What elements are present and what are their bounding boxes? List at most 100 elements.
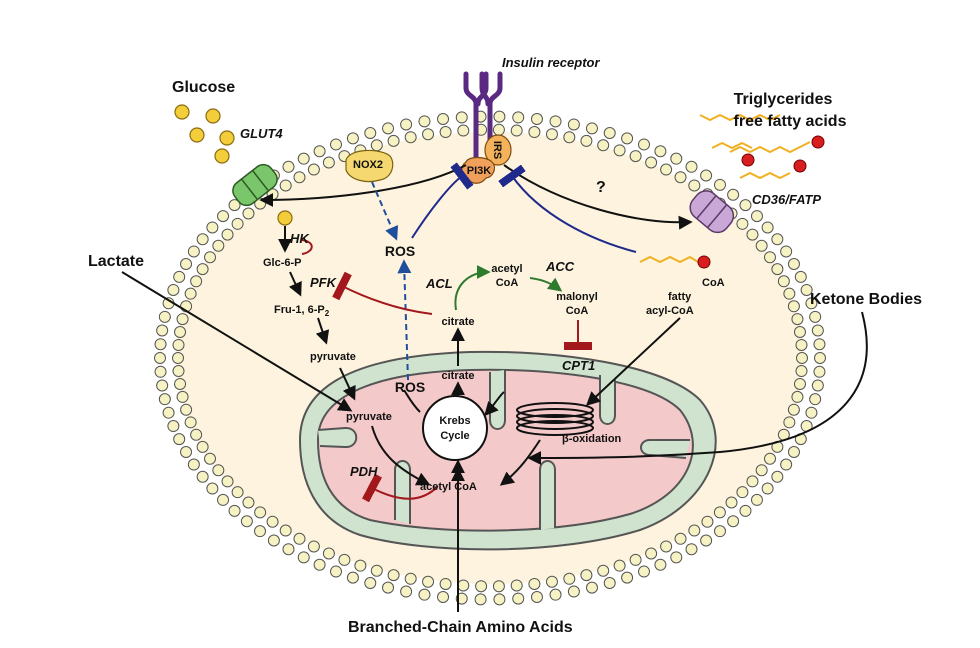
ketone-bodies-label: Ketone Bodies [810, 291, 922, 308]
lipid-head [176, 313, 189, 326]
lipid-head [603, 577, 616, 590]
lipid-head [791, 390, 804, 403]
lipid-head [660, 163, 673, 176]
pyruvate-cytoplasm-label: pyruvate [310, 351, 356, 363]
lipid-head [674, 171, 687, 184]
lipid-head [512, 592, 525, 605]
lipid-head [370, 139, 383, 152]
lipid-head [267, 534, 280, 547]
krebs-cycle: Krebs Cycle [422, 395, 488, 461]
lipid-head [629, 150, 642, 163]
lipid-head [172, 352, 184, 364]
ros-cytoplasm-label: ROS [385, 243, 415, 259]
lipid-head [787, 258, 800, 271]
lipid-head [196, 470, 209, 483]
lipid-head [254, 506, 267, 519]
lipid-head [455, 111, 468, 124]
lipid-head [700, 169, 713, 182]
lipid-head [739, 199, 752, 212]
lipid-head [387, 569, 400, 582]
cd36-fatp-transporter [689, 190, 735, 234]
beta-oxidation-label: β-oxidation [562, 433, 622, 445]
nox2-label: NOX2 [353, 159, 383, 171]
lipid-head [279, 524, 292, 537]
lipid-head [455, 592, 468, 605]
lipid-head [809, 310, 822, 323]
lipid-head [204, 251, 217, 264]
bcaa-label: Branched-Chain Amino Acids [348, 619, 573, 636]
lipid-head [293, 532, 306, 545]
lipid-head [654, 558, 667, 571]
fatty-acid-heads [697, 135, 825, 269]
lipid-head [196, 233, 209, 246]
lipid-head [674, 532, 687, 545]
lipid-head [382, 581, 395, 594]
coa-label: CoA [702, 277, 725, 289]
pyruvate-mitochondria-label: pyruvate [346, 411, 392, 423]
lipid-head [329, 138, 342, 151]
lipid-head [761, 482, 774, 495]
lipid-head [585, 122, 598, 135]
citrate-cytoplasm-label: citrate [441, 316, 474, 328]
lipid-head [206, 221, 219, 234]
lipid-head [221, 228, 234, 241]
lipid-head [154, 338, 167, 351]
lipid-head [382, 122, 395, 135]
acetyl-coa-mitochondria-label: acetyl CoA [420, 481, 477, 493]
lipid-head [701, 515, 714, 528]
lipid-head [528, 577, 541, 590]
lipid-head [621, 571, 634, 584]
lipid-head [545, 575, 558, 588]
fatty-acyl-coa-label-1: fatty [668, 291, 692, 303]
fru16p2-main: Fru-1, 6-P [274, 304, 325, 316]
lipid-head [184, 287, 197, 300]
lipid-head [510, 124, 523, 137]
lipid-head [771, 233, 784, 246]
lipid-head [474, 593, 487, 606]
lipid-head [217, 493, 230, 506]
insulin-receptor-label: Insulin receptor [502, 55, 600, 70]
lipid-head [212, 239, 225, 252]
lipid-head [231, 217, 244, 230]
lipid-head [329, 565, 342, 578]
lipid-head [387, 134, 400, 147]
lipid-head [187, 245, 200, 258]
lipid-head [638, 565, 651, 578]
lipid-head [580, 134, 593, 147]
lipid-head [727, 188, 740, 201]
lipid-head [196, 440, 209, 453]
lipid-head [791, 313, 804, 326]
lipid-head [549, 588, 562, 601]
lipid-head [685, 543, 698, 556]
lipid-head [322, 547, 335, 560]
lipid-head [763, 452, 776, 465]
lipid-head [313, 558, 326, 571]
lipid-head [528, 126, 541, 139]
lipid-head [242, 496, 255, 509]
lipid-head [780, 245, 793, 258]
lipid-head [603, 126, 616, 139]
lipid-head [780, 458, 793, 471]
lipid-head [793, 378, 806, 391]
lipid-head [795, 338, 808, 351]
lipid-head [422, 575, 435, 588]
fru16p2-subscript: 2 [325, 309, 330, 318]
pdh-label: PDH [350, 464, 378, 479]
ros-mitochondria-label: ROS [395, 379, 425, 395]
lipid-head [613, 559, 626, 572]
malonyl-coa-label-1: malonyl [556, 291, 598, 303]
lipid-head [787, 300, 800, 313]
lipid-head [204, 452, 217, 465]
lipid-head [787, 403, 800, 416]
lipid-head [638, 138, 651, 151]
citrate-mitochondria-label: citrate [441, 370, 474, 382]
krebs-label-1: Krebs [439, 415, 470, 427]
lipid-head [629, 553, 642, 566]
lipid-head [530, 591, 543, 604]
mitochondrion [298, 350, 717, 551]
fatty-acid-chains [639, 113, 811, 264]
lipid-head [313, 145, 326, 158]
nox2-protein: NOX2 [345, 149, 394, 183]
fru16p2-label: Fru-1, 6-P2 [274, 304, 330, 318]
